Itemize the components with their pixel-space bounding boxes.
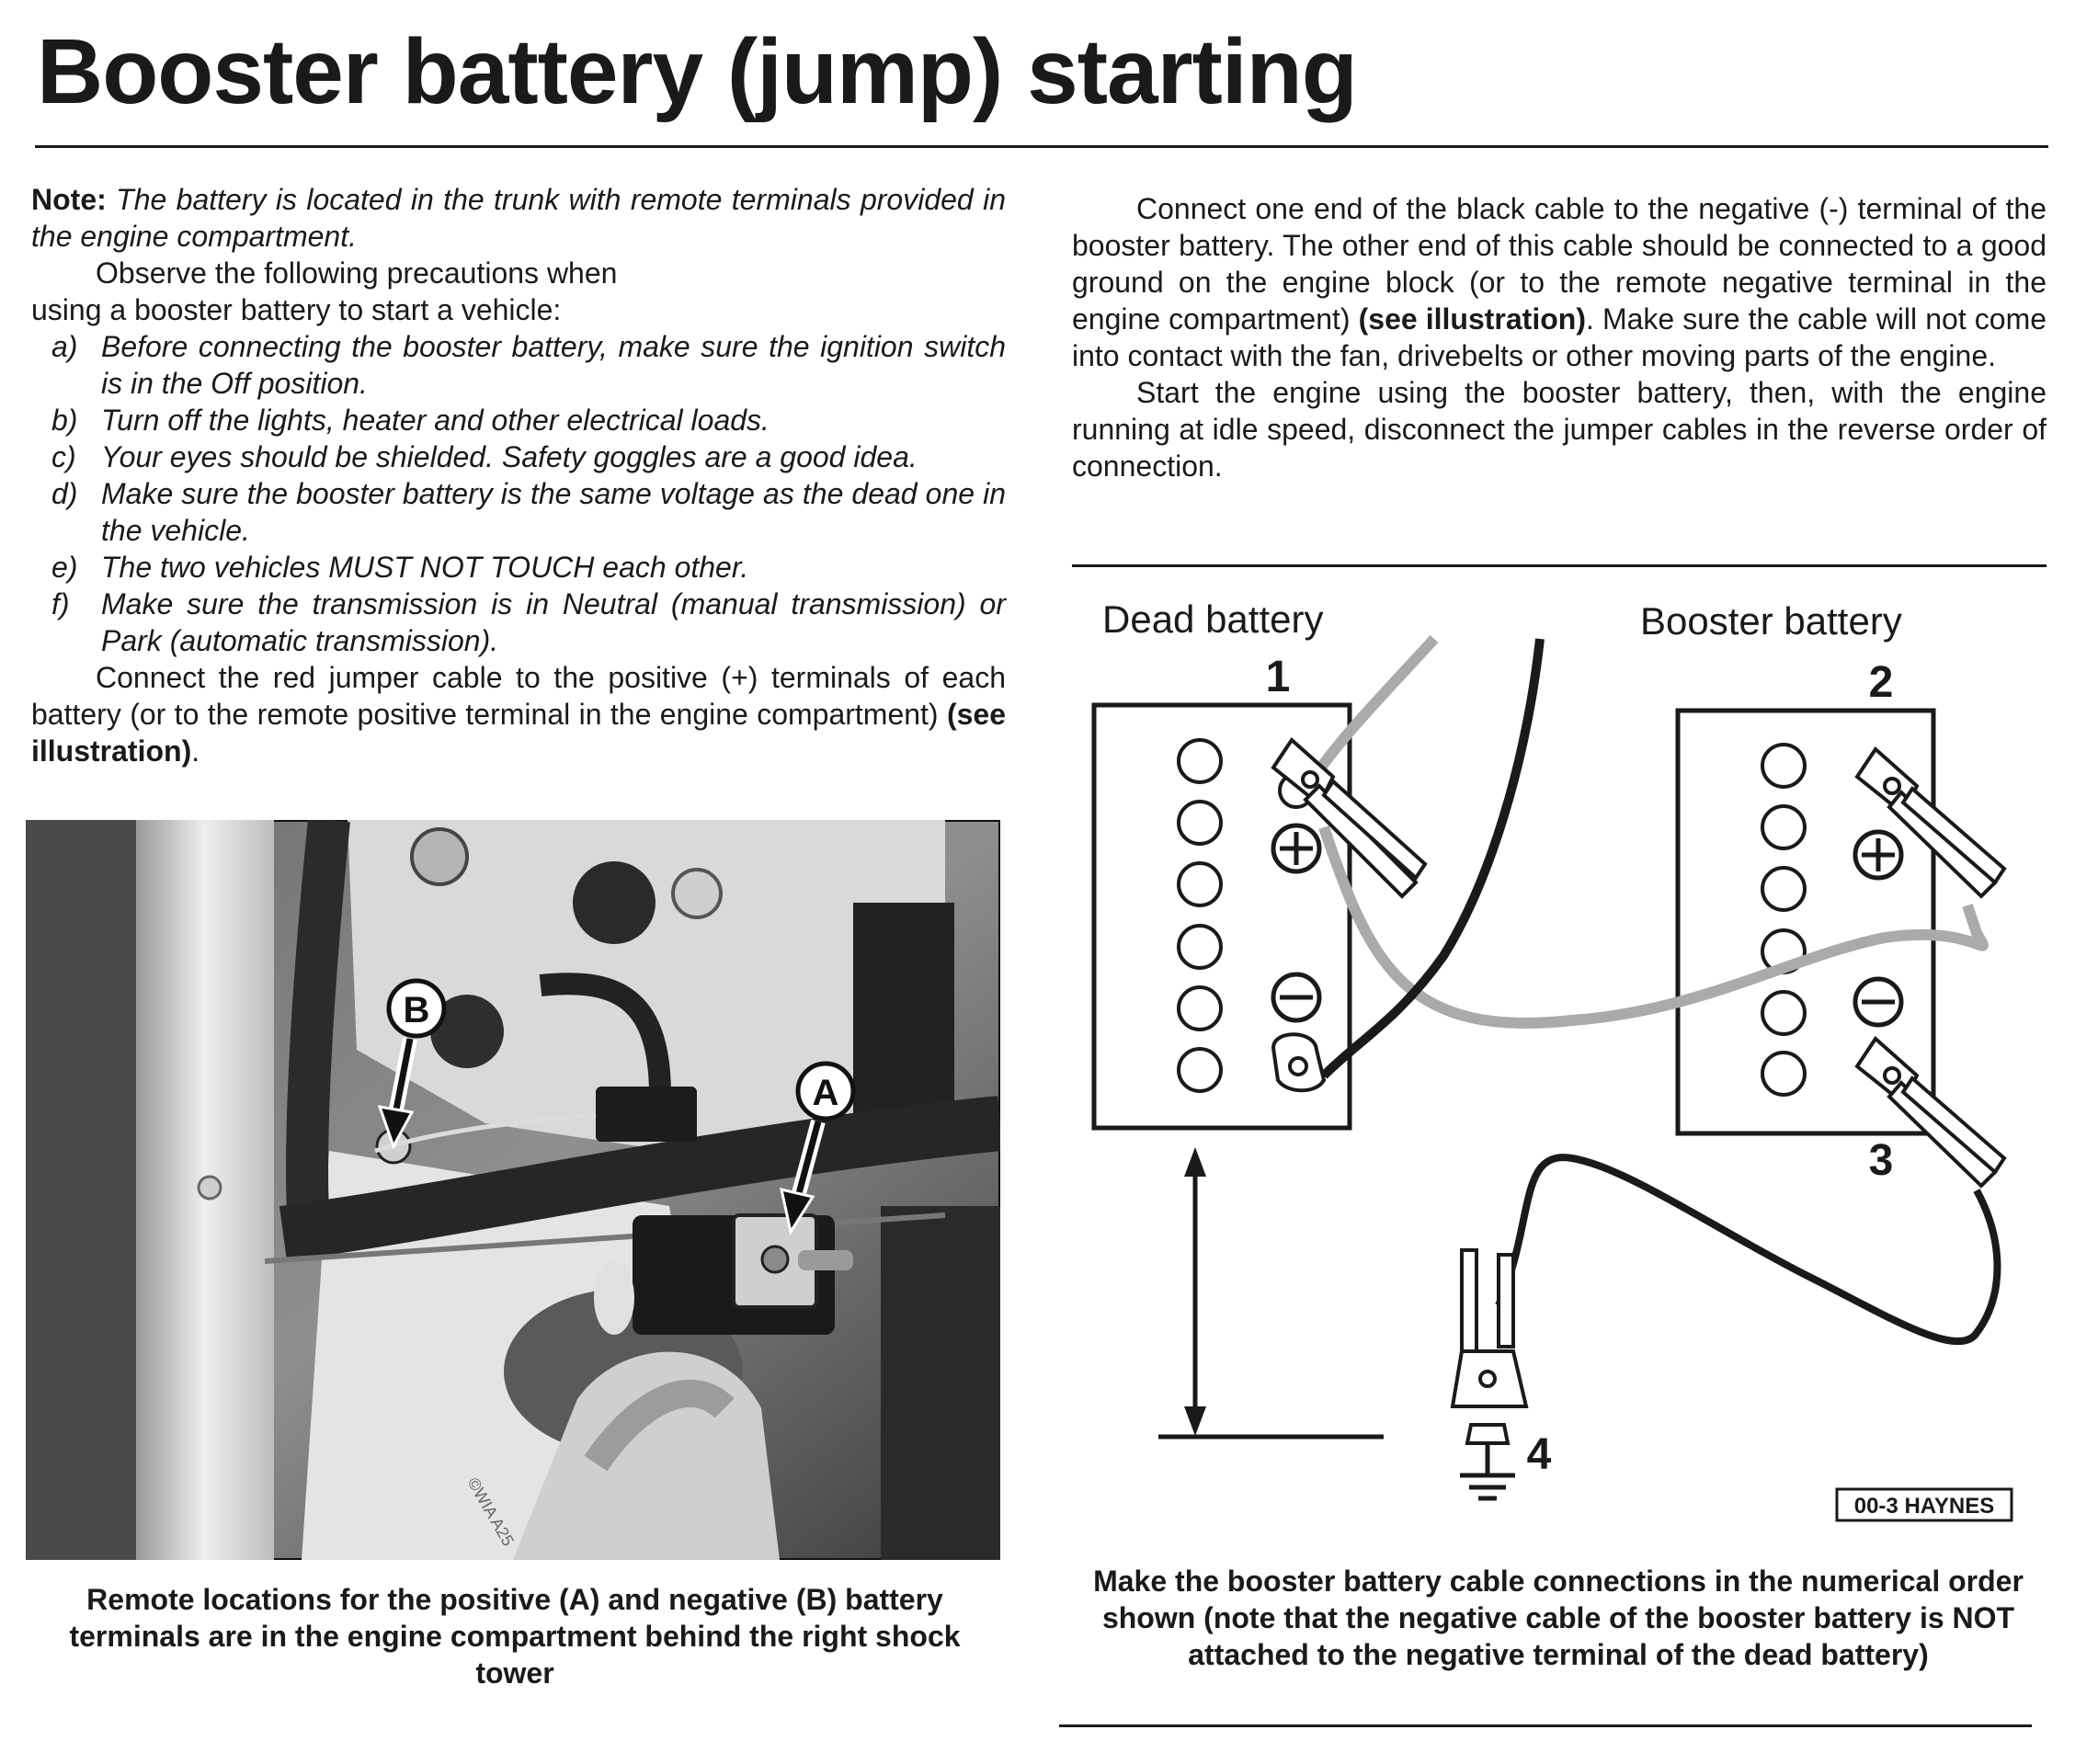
negative-cable-ground <box>1495 1154 2001 1346</box>
photo-illustration: B A ©WIA A25 <box>24 817 1003 1562</box>
step-4-label: 4 <box>1527 1430 1552 1479</box>
precaution-marker: b) <box>51 404 78 437</box>
precaution-marker: d) <box>51 477 78 510</box>
precaution-item: e) The two vehicles MUST NOT TOUCH each o… <box>31 549 1006 586</box>
step-3-label: 3 <box>1869 1136 1894 1185</box>
precaution-marker: c) <box>51 440 76 473</box>
precaution-text: Your eyes should be shielded. Safety gog… <box>101 440 918 473</box>
booster-battery-cell-caps <box>1761 743 1807 1097</box>
ground-symbol-icon <box>1460 1443 1515 1501</box>
page-title: Booster battery (jump) starting <box>37 20 1358 123</box>
precaution-item: f) Make sure the transmission is in Neutr… <box>31 586 1006 659</box>
red-cable-paragraph: Connect the red jumper cable to the posi… <box>31 659 1006 769</box>
dead-battery-label: Dead battery <box>1102 597 1323 641</box>
title-rule <box>35 145 2048 148</box>
precautions-intro-line1: Observe the following precautions when <box>96 256 618 290</box>
engine-compartment-photo: B A ©WIA A25 <box>24 817 1003 1562</box>
photo-caption: Remote locations for the positive (A) an… <box>69 1583 961 1690</box>
dead-battery-cell-caps <box>1177 738 1223 1093</box>
precaution-item: d) Make sure the booster battery is the s… <box>31 475 1006 549</box>
precaution-text: The two vehicles MUST NOT TOUCH each oth… <box>101 551 749 584</box>
battery-location-note: Note: The battery is located in the trun… <box>31 181 1006 255</box>
clamp-4-icon <box>1450 1248 1529 1445</box>
step-1-label: 1 <box>1266 653 1291 701</box>
precautions-list: a) Before connecting the booster battery,… <box>31 328 1006 659</box>
clamp-1-icon <box>1271 736 1428 899</box>
clamp-3-icon <box>1854 1035 2007 1189</box>
clamp-2-icon <box>1854 745 2007 899</box>
see-illustration-link[interactable]: (see illustration) <box>1358 302 1586 336</box>
black-cable-text-2: . Make sure the cable will not come into… <box>1072 302 2047 372</box>
jump-start-diagram: Dead battery Booster battery 1 2 3 4 <box>1057 579 2069 1535</box>
black-cable-text: Connect one end of the black cable to th… <box>1072 192 2046 336</box>
precaution-text: Before connecting the booster battery, m… <box>101 330 1006 400</box>
diagram-caption: Make the booster battery cable connectio… <box>1093 1565 2024 1671</box>
precaution-item: c) Your eyes should be shielded. Safety g… <box>31 438 1006 475</box>
photo-label-a: A <box>813 1073 839 1113</box>
photo-label-b: B <box>404 990 430 1030</box>
start-engine-paragraph: Start the engine using the booster batte… <box>1072 376 2046 483</box>
diagram-top-rule <box>1072 564 2046 567</box>
precautions-intro-line2: using a booster battery to start a vehic… <box>31 293 562 326</box>
precaution-marker: a) <box>51 330 78 363</box>
precaution-text: Make sure the booster battery is the sam… <box>101 477 1006 547</box>
plus-icon <box>1862 838 1895 871</box>
dead-negative-post-icon <box>1271 1032 1327 1093</box>
negative-cable-top <box>1320 638 1545 1079</box>
precaution-marker: e) <box>51 551 78 584</box>
haynes-code: 00-3 HAYNES <box>1854 1494 1995 1519</box>
precaution-item: b) Turn off the lights, heater and other … <box>31 402 1006 438</box>
booster-battery-label: Booster battery <box>1640 599 1902 643</box>
left-column: Note: The battery is located in the trun… <box>31 181 1006 769</box>
right-column: Connect one end of the black cable to th… <box>1072 190 2046 484</box>
precaution-text: Turn off the lights, heater and other el… <box>101 404 770 437</box>
note-label: Note: <box>31 183 107 216</box>
step-2-label: 2 <box>1869 658 1894 707</box>
haynes-code-box <box>1835 1487 2013 1522</box>
precaution-marker: f) <box>51 587 70 620</box>
black-cable-paragraph: Connect one end of the black cable to th… <box>1072 190 2046 374</box>
period: . <box>191 734 200 768</box>
bottom-rule <box>1059 1724 2032 1727</box>
plus-icon <box>1280 832 1313 865</box>
precaution-text: Make sure the transmission is in Neutral… <box>101 587 1006 657</box>
precaution-item: a) Before connecting the booster battery,… <box>31 328 1006 402</box>
note-text: The battery is located in the trunk with… <box>31 183 1007 253</box>
red-cable-text: Connect the red jumper cable to the posi… <box>31 661 1006 731</box>
see-illustration-link[interactable]: (see illustration) <box>31 698 1007 768</box>
jump-start-diagram-svg: Dead battery Booster battery 1 2 3 4 <box>1091 597 2013 1522</box>
arrowhead-icon <box>1184 1147 1206 1436</box>
